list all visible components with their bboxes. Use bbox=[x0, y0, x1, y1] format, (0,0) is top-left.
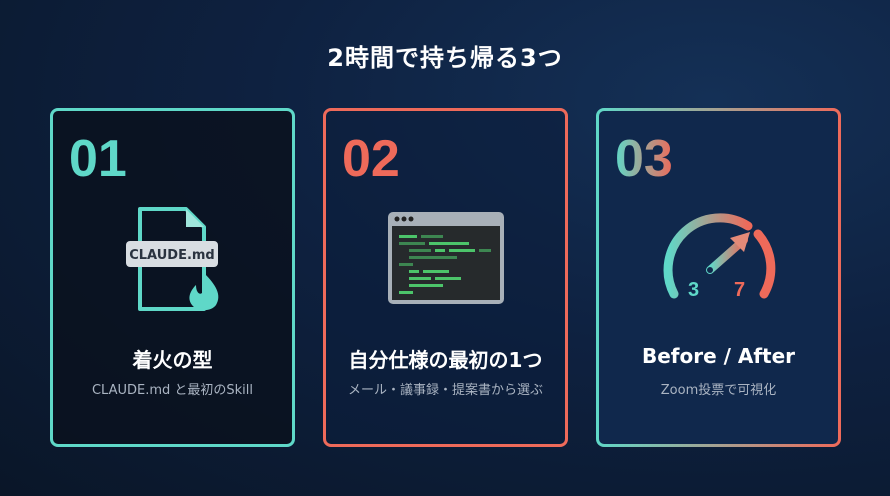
card-subtext: CLAUDE.md と最初のSkill bbox=[91, 383, 254, 398]
card-ignition-template: 01 CLAUDE.md 着火の型 CLAUDE.md と最初のSkill bbox=[50, 108, 295, 447]
gauge-before-value: 3 bbox=[688, 279, 699, 301]
card-number: 01 bbox=[69, 130, 127, 188]
card-number: 03 bbox=[615, 130, 673, 188]
file-fire-icon: CLAUDE.md bbox=[118, 201, 228, 325]
card-heading: Before / After bbox=[641, 344, 796, 368]
card-heading: 自分仕様の最初の1つ bbox=[348, 348, 543, 372]
card-subtext: Zoom投票で可視化 bbox=[660, 383, 777, 398]
card-subtext: メール・議事録・提案書から選ぶ bbox=[347, 383, 543, 398]
card-heading: 着火の型 bbox=[132, 348, 213, 372]
page-title: 2時間で持ち帰る3つ bbox=[327, 44, 563, 72]
gauge-icon: 3 7 bbox=[654, 206, 784, 310]
file-label: CLAUDE.md bbox=[129, 248, 215, 263]
gauge-after-value: 7 bbox=[734, 279, 745, 301]
code-window-icon bbox=[387, 211, 505, 309]
card-custom-first: 02 自分仕様の最初の1つ メール・議事録・提案書から選ぶ bbox=[323, 108, 568, 447]
card-number: 02 bbox=[342, 130, 400, 188]
card-before-after: 03 3 7 Before / After Zoom投票で可視化 bbox=[596, 108, 841, 447]
